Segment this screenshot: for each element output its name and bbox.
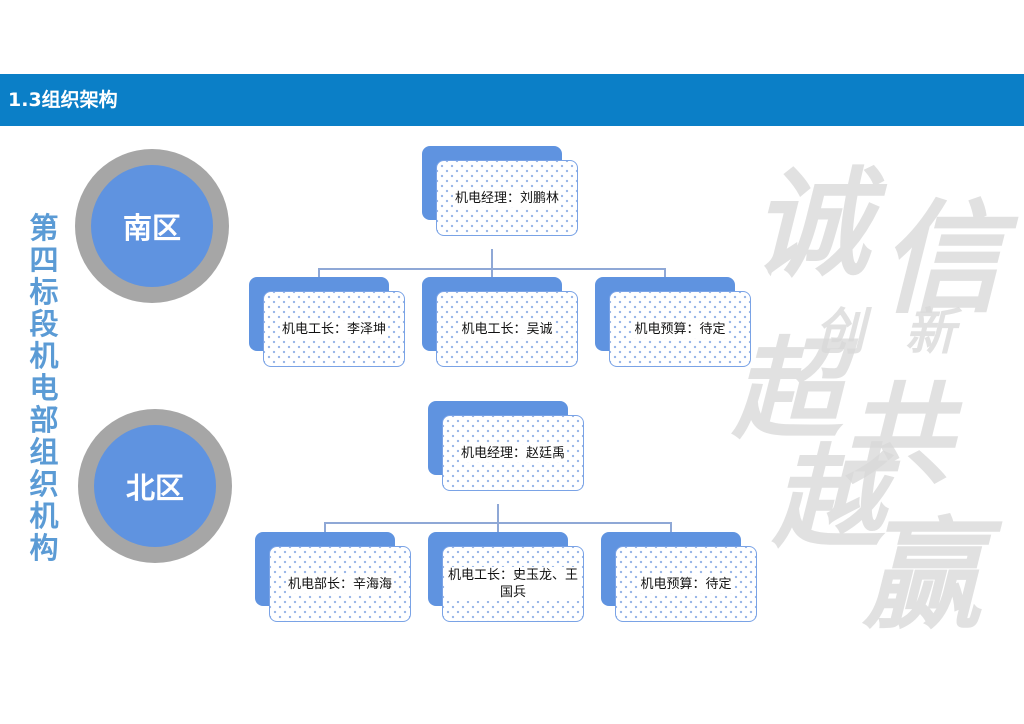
watermark-char: 越 bbox=[772, 433, 884, 564]
south-child-node-3: 机电预算：待定 bbox=[595, 277, 751, 367]
node-card: 机电经理：刘鹏林 bbox=[436, 160, 578, 236]
watermark-char: 赢 bbox=[862, 505, 982, 646]
node-label: 机电经理：刘鹏林 bbox=[452, 189, 561, 207]
north-manager-node: 机电经理：赵廷禹 bbox=[428, 401, 584, 491]
connector-line bbox=[664, 268, 666, 278]
node-card: 机电工长：吴诚 bbox=[436, 291, 578, 367]
node-card: 机电预算：待定 bbox=[615, 546, 757, 622]
north-child-node-3: 机电预算：待定 bbox=[601, 532, 757, 622]
watermark-char: 创 bbox=[815, 302, 865, 361]
node-label: 机电预算：待定 bbox=[632, 320, 728, 338]
connector-line bbox=[491, 249, 493, 268]
node-card: 机电工长：史玉龙、王国兵 bbox=[442, 546, 584, 622]
region-north-badge: 北区 bbox=[78, 409, 232, 563]
watermark-char: 诚 bbox=[752, 154, 871, 293]
node-label: 机电经理：赵廷禹 bbox=[458, 444, 567, 462]
node-card: 机电预算：待定 bbox=[609, 291, 751, 367]
connector-line bbox=[497, 504, 499, 522]
south-child-node-2: 机电工长：吴诚 bbox=[422, 277, 578, 367]
header-bar: 1.3组织架构 bbox=[0, 74, 1024, 126]
node-label: 机电工长：李泽坤 bbox=[279, 320, 388, 338]
side-title: 第四标段机电部组织机构 bbox=[29, 211, 59, 565]
watermark-char: 新 bbox=[905, 302, 955, 361]
node-label: 机电部长：辛海海 bbox=[285, 575, 394, 593]
region-label: 北区 bbox=[94, 425, 216, 547]
watermark-char: 信 bbox=[880, 186, 1002, 330]
node-card: 机电工长：李泽坤 bbox=[263, 291, 405, 367]
watermark-char: 共 bbox=[842, 370, 952, 499]
node-card: 机电经理：赵廷禹 bbox=[442, 415, 584, 491]
connector-line bbox=[318, 268, 320, 278]
connector-line bbox=[497, 522, 499, 532]
node-label: 机电预算：待定 bbox=[638, 575, 734, 593]
node-label: 机电工长：吴诚 bbox=[459, 320, 555, 338]
node-label: 机电工长：史玉龙、王国兵 bbox=[445, 567, 581, 601]
north-child-node-1: 机电部长：辛海海 bbox=[255, 532, 411, 622]
page-title: 1.3组织架构 bbox=[8, 89, 118, 111]
node-card: 机电部长：辛海海 bbox=[269, 546, 411, 622]
connector-line bbox=[324, 522, 326, 532]
connector-line bbox=[670, 522, 672, 532]
south-child-node-1: 机电工长：李泽坤 bbox=[249, 277, 405, 367]
region-label: 南区 bbox=[91, 165, 213, 287]
connector-line bbox=[491, 268, 493, 278]
region-south-badge: 南区 bbox=[75, 149, 229, 303]
south-manager-node: 机电经理：刘鹏林 bbox=[422, 146, 578, 236]
north-child-node-2: 机电工长：史玉龙、王国兵 bbox=[428, 532, 584, 622]
